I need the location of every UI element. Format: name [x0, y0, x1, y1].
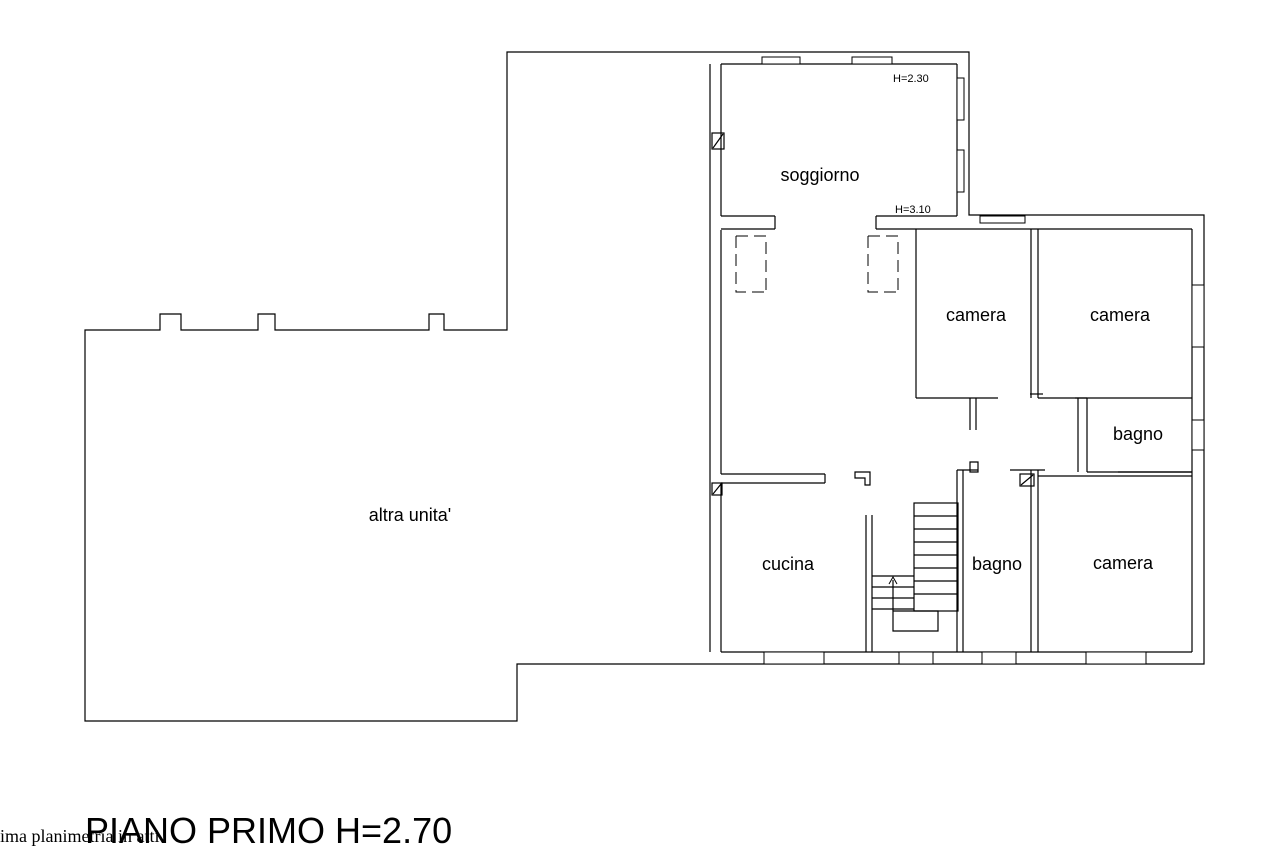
room-label-camera-3: camera — [1093, 553, 1154, 573]
height-label-310: H=3.10 — [895, 204, 931, 216]
staircase — [872, 502, 959, 632]
room-label-altra-unita: altra unita' — [369, 505, 452, 525]
room-label-soggiorno: soggiorno — [780, 165, 859, 185]
room-label-cucina: cucina — [762, 554, 815, 574]
room-label-camera-1: camera — [946, 305, 1007, 325]
room-label-bagno-2: bagno — [972, 554, 1022, 574]
dashed-fixtures — [735, 235, 899, 293]
room-label-bagno-1: bagno — [1113, 424, 1163, 444]
flue-symbols — [711, 132, 1035, 496]
floor-title: PIANO PRIMO H=2.70 — [85, 810, 452, 851]
windows — [761, 56, 1205, 665]
other-unit-outline — [84, 51, 1205, 722]
room-label-camera-2: camera — [1090, 305, 1151, 325]
height-label-230: H=2.30 — [893, 73, 929, 85]
caption-text: ima planimetria in atti — [0, 826, 159, 846]
